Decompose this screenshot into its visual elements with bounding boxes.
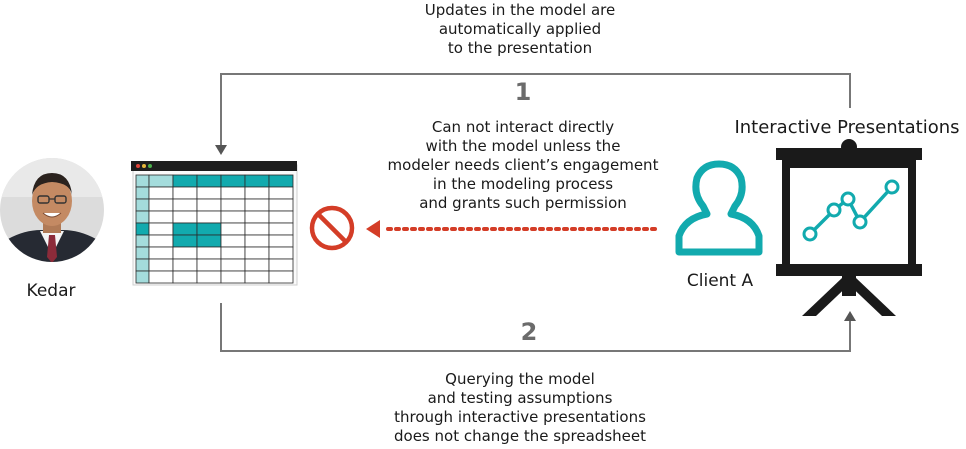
spreadsheet-cell bbox=[172, 270, 198, 284]
spreadsheet-cell bbox=[244, 186, 270, 200]
presentation-board-icon bbox=[776, 139, 922, 316]
bottom-caption-line: and testing assumptions bbox=[427, 389, 613, 407]
spreadsheet-cell bbox=[268, 234, 294, 248]
client-label: Client A bbox=[686, 271, 754, 291]
prohibited-icon bbox=[309, 205, 355, 251]
spreadsheet-cell bbox=[148, 258, 174, 272]
spreadsheet-cell bbox=[244, 246, 270, 260]
middle-caption-line: Can not interact directly bbox=[431, 118, 615, 136]
spreadsheet-cell bbox=[244, 198, 270, 212]
middle-caption-line: and grants such permission bbox=[419, 194, 627, 212]
spreadsheet-cell bbox=[172, 258, 198, 272]
spreadsheet-cell bbox=[148, 186, 174, 200]
spreadsheet-cell bbox=[135, 258, 150, 272]
person-name: Kedar bbox=[26, 281, 76, 301]
middle-caption-line: with the model unless the bbox=[425, 137, 621, 155]
spreadsheet-cell bbox=[268, 270, 294, 284]
spreadsheet-cell bbox=[244, 222, 270, 236]
spreadsheet-cell bbox=[244, 234, 270, 248]
spreadsheet-cell bbox=[244, 258, 270, 272]
spreadsheet-cell bbox=[135, 198, 150, 212]
spreadsheet-cell bbox=[172, 186, 198, 200]
spreadsheet-cell bbox=[148, 222, 174, 236]
spreadsheet-cell bbox=[148, 174, 174, 188]
spreadsheet-cell bbox=[172, 174, 198, 188]
spreadsheet-cell bbox=[268, 198, 294, 212]
spreadsheet-cell bbox=[135, 186, 150, 200]
blocked-arrowhead bbox=[366, 220, 380, 238]
query-flow-arrowhead bbox=[844, 311, 856, 321]
bottom-caption-line: Querying the model bbox=[445, 370, 595, 388]
spreadsheet-cell bbox=[268, 210, 294, 224]
bottom-caption-line: does not change the spreadsheet bbox=[394, 427, 646, 445]
spreadsheet-cell bbox=[220, 210, 246, 224]
spreadsheet-cell bbox=[220, 222, 246, 236]
spreadsheet-cell bbox=[268, 174, 294, 188]
spreadsheet-cell bbox=[244, 210, 270, 224]
update-flow-arrow bbox=[220, 73, 851, 148]
spreadsheet-cell bbox=[135, 210, 150, 224]
spreadsheet-cell bbox=[268, 258, 294, 272]
presentation-title: Interactive Presentations bbox=[734, 117, 960, 138]
spreadsheet-cell bbox=[220, 198, 246, 212]
spreadsheet-cell bbox=[196, 210, 222, 224]
spreadsheet-cell bbox=[135, 234, 150, 248]
spreadsheet-cell bbox=[244, 270, 270, 284]
spreadsheet-cell bbox=[148, 234, 174, 248]
step-1-number: 1 bbox=[514, 78, 532, 106]
spreadsheet-cell bbox=[196, 234, 222, 248]
spreadsheet-cell bbox=[268, 222, 294, 236]
spreadsheet-cell bbox=[135, 174, 150, 188]
spreadsheet-cell bbox=[196, 222, 222, 236]
update-flow-arrowhead bbox=[215, 145, 227, 155]
bottom-caption: Querying the model and testing assumptio… bbox=[360, 370, 680, 446]
spreadsheet-cell bbox=[135, 222, 150, 236]
spreadsheet-cell bbox=[220, 174, 246, 188]
spreadsheet-cell bbox=[148, 198, 174, 212]
spreadsheet-cell bbox=[135, 270, 150, 284]
spreadsheet-cell bbox=[172, 246, 198, 260]
top-caption: Updates in the model are automatically a… bbox=[370, 1, 670, 58]
query-flow-arrow bbox=[220, 303, 851, 352]
spreadsheet-cell bbox=[135, 246, 150, 260]
spreadsheet-cell bbox=[244, 174, 270, 188]
spreadsheet-cell bbox=[196, 258, 222, 272]
spreadsheet-cell bbox=[172, 210, 198, 224]
client-user-icon bbox=[675, 160, 763, 256]
spreadsheet-icon bbox=[131, 161, 298, 286]
middle-caption-line: modeler needs client’s engagement bbox=[387, 156, 659, 174]
middle-caption-line: in the modeling process bbox=[432, 175, 614, 193]
top-caption-line: automatically applied bbox=[438, 20, 602, 38]
spreadsheet-cell bbox=[268, 186, 294, 200]
avatar bbox=[0, 158, 104, 262]
spreadsheet-cell bbox=[196, 246, 222, 260]
spreadsheet-cell bbox=[220, 234, 246, 248]
spreadsheet-cell bbox=[172, 222, 198, 236]
spreadsheet-cell bbox=[196, 270, 222, 284]
middle-caption: Can not interact directly with the model… bbox=[368, 118, 678, 213]
top-caption-line: to the presentation bbox=[447, 39, 593, 57]
spreadsheet-cell bbox=[220, 186, 246, 200]
spreadsheet-cell bbox=[220, 258, 246, 272]
spreadsheet-cell bbox=[196, 198, 222, 212]
spreadsheet-cell bbox=[196, 174, 222, 188]
spreadsheet-cell bbox=[148, 210, 174, 224]
spreadsheet-cell bbox=[220, 246, 246, 260]
bottom-caption-line: through interactive presentations bbox=[394, 408, 646, 426]
spreadsheet-cell bbox=[196, 186, 222, 200]
spreadsheet-cell bbox=[172, 198, 198, 212]
spreadsheet-cell bbox=[268, 246, 294, 260]
spreadsheet-cell bbox=[172, 234, 198, 248]
top-caption-line: Updates in the model are bbox=[424, 1, 616, 19]
spreadsheet-cell bbox=[220, 270, 246, 284]
spreadsheet-cell bbox=[148, 246, 174, 260]
spreadsheet-cell bbox=[148, 270, 174, 284]
step-2-number: 2 bbox=[520, 318, 538, 346]
